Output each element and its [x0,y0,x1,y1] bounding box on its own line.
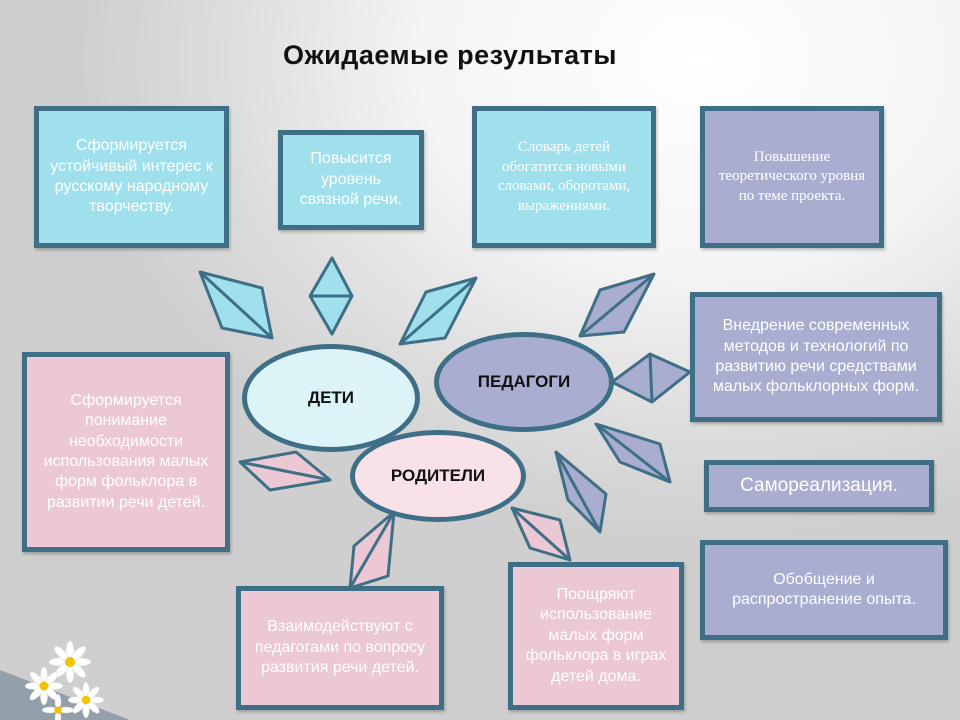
box-vocab: Словарь детей обогатится новыми словами,… [472,106,656,248]
oval-teachers: ПЕДАГОГИ [434,332,614,432]
box-understanding: Сформируется понимание необходимости исп… [22,352,230,552]
box-interact: Взаимодействуют с педагогами по вопросу … [236,586,444,710]
box-generalize: Обобщение и распространение опыта. [700,540,948,640]
oval-teachers-label: ПЕДАГОГИ [477,372,571,391]
daisy-icon-1 [48,640,92,684]
box-methods: Внедрение современных методов и технолог… [690,292,942,422]
oval-parents-label: РОДИТЕЛИ [390,466,486,485]
page-title: Ожидаемые результаты [283,40,617,70]
box-interest: Сформируется устойчивый интерес к русско… [34,106,229,248]
daisy-icon-2 [24,666,64,706]
daisy-icon-3 [67,681,105,719]
box-encourage: Поощряют использование малых форм фолькл… [508,562,684,710]
daisy-icon-4 [42,694,74,720]
oval-children-label: ДЕТИ [307,388,355,407]
daisy-flowers-image [0,640,130,720]
box-theory: Повышение теоретического уровня по теме … [700,106,884,248]
box-speech: Повысится уровень связной речи. [278,130,424,230]
box-selfreal: Самореализация. [704,460,934,512]
oval-parents: РОДИТЕЛИ [350,430,526,522]
oval-children: ДЕТИ [242,344,420,452]
